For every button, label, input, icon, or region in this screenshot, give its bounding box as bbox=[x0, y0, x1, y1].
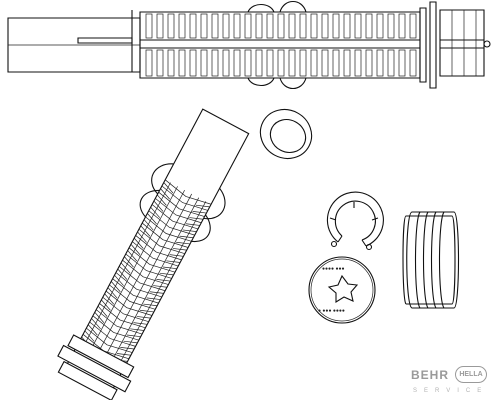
svg-text:●●●● ●●●: ●●●● ●●● bbox=[322, 266, 345, 272]
service-tagline: SERVICE bbox=[413, 388, 489, 394]
filter-cap-disc: ●●●● ●●● ● ●●● ●●●● bbox=[308, 256, 376, 324]
behr-logo-text: BEHR bbox=[411, 368, 450, 382]
hella-logo-badge: HELLA bbox=[455, 366, 487, 383]
svg-text:● ●●● ●●●●: ● ●●● ●●●● bbox=[318, 308, 345, 314]
brand-logo: BEHR HELLA SERVICE bbox=[403, 362, 489, 398]
dryer-cartridge-perspective bbox=[57, 108, 313, 400]
dryer-cartridge-side-view bbox=[7, 0, 491, 90]
circlip-ring bbox=[326, 191, 384, 251]
sealing-o-rings bbox=[402, 211, 460, 309]
